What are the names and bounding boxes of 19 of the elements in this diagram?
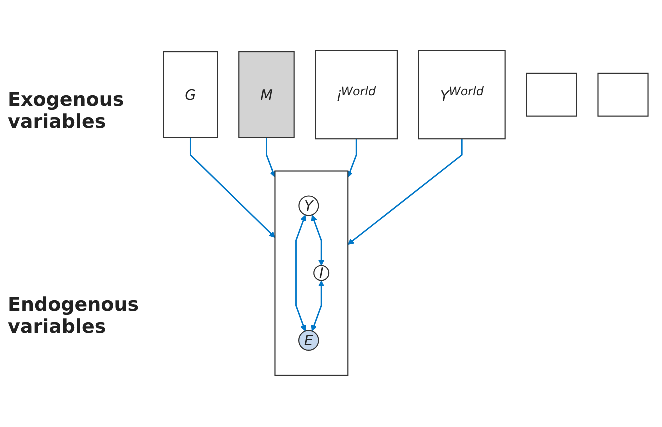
node-box <box>598 73 649 118</box>
arrow <box>348 139 463 246</box>
arrow <box>311 216 325 266</box>
node-circle: Y <box>298 196 320 217</box>
node-box: G <box>163 52 218 139</box>
arrow <box>266 138 276 178</box>
side-label: Endogenous variables <box>8 294 140 338</box>
node-circle: E <box>298 330 320 352</box>
node-box: M <box>238 52 295 139</box>
arrow <box>311 281 325 332</box>
arrow <box>347 139 358 178</box>
node-box <box>526 73 578 118</box>
arrow <box>190 138 276 238</box>
arrow <box>296 216 307 332</box>
node-box: Y$^{World}$ <box>418 50 506 140</box>
cluster <box>274 171 349 376</box>
side-label: Exogenous variables <box>8 88 126 133</box>
node-circle: I <box>314 266 330 282</box>
node-box: i$^{World}$ <box>315 50 398 140</box>
